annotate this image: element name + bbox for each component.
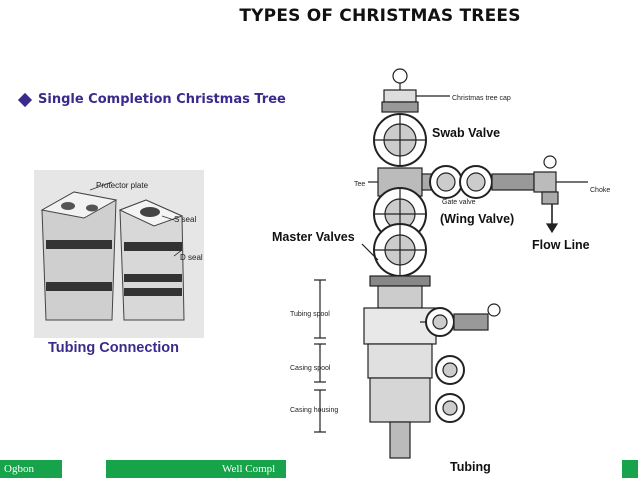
casing-housing	[369, 377, 431, 423]
casing-spool	[367, 343, 433, 379]
tubing-spool	[363, 307, 437, 345]
protector-plate-label: Protector plate	[96, 181, 149, 190]
tree-cap-label: Christmas tree cap	[452, 95, 511, 102]
tubing-label: Tubing	[450, 460, 491, 474]
flow-line-label: Flow Line	[532, 238, 590, 252]
page-title: TYPES OF CHRISTMAS TREES	[239, 6, 521, 26]
footer-left-bar	[0, 460, 62, 478]
master-valves-label: Master Valves	[272, 230, 355, 244]
d-seal-label: D seal	[180, 253, 203, 262]
tee-label: Tee	[354, 181, 365, 188]
footer-mid-text: Well Compl	[222, 463, 276, 475]
footer-left-text: Ogbon	[4, 463, 34, 475]
choke-body	[533, 171, 557, 193]
choke-label: Choke	[590, 187, 610, 194]
casing-housing-label: Casing housing	[290, 407, 338, 414]
tubing-connection-caption: Tubing Connection	[48, 340, 180, 356]
s-seal-label: S seal	[174, 215, 196, 224]
gate-valve-label: Gate valve	[442, 199, 476, 206]
diamond-bullet-icon	[17, 92, 33, 107]
tubing-spool-label: Tubing spool	[290, 311, 330, 318]
tubing-string	[389, 421, 411, 459]
side-gauge-icon	[487, 303, 501, 317]
footer-mid-bar	[106, 460, 286, 478]
pressure-gauge-icon	[392, 68, 408, 84]
tubing-hanger-drawing: Protector plate S seal D seal	[34, 170, 204, 338]
swab-valve-label: Swab Valve	[432, 126, 501, 140]
christmas-tree-diagram: Christmas tree cap Tee Gate valve Choke …	[290, 68, 610, 459]
footer-right-bar	[622, 460, 638, 478]
casing-spool-label: Casing spool	[290, 365, 331, 372]
bullet-item: Single Completion Christmas Tree	[17, 92, 286, 107]
subtitle: Single Completion Christmas Tree	[38, 92, 286, 107]
wing-valve-label: (Wing Valve)	[440, 212, 515, 226]
flow-arrow-icon	[545, 223, 559, 234]
tubing-hanger-image: Protector plate S seal D seal	[34, 170, 204, 338]
